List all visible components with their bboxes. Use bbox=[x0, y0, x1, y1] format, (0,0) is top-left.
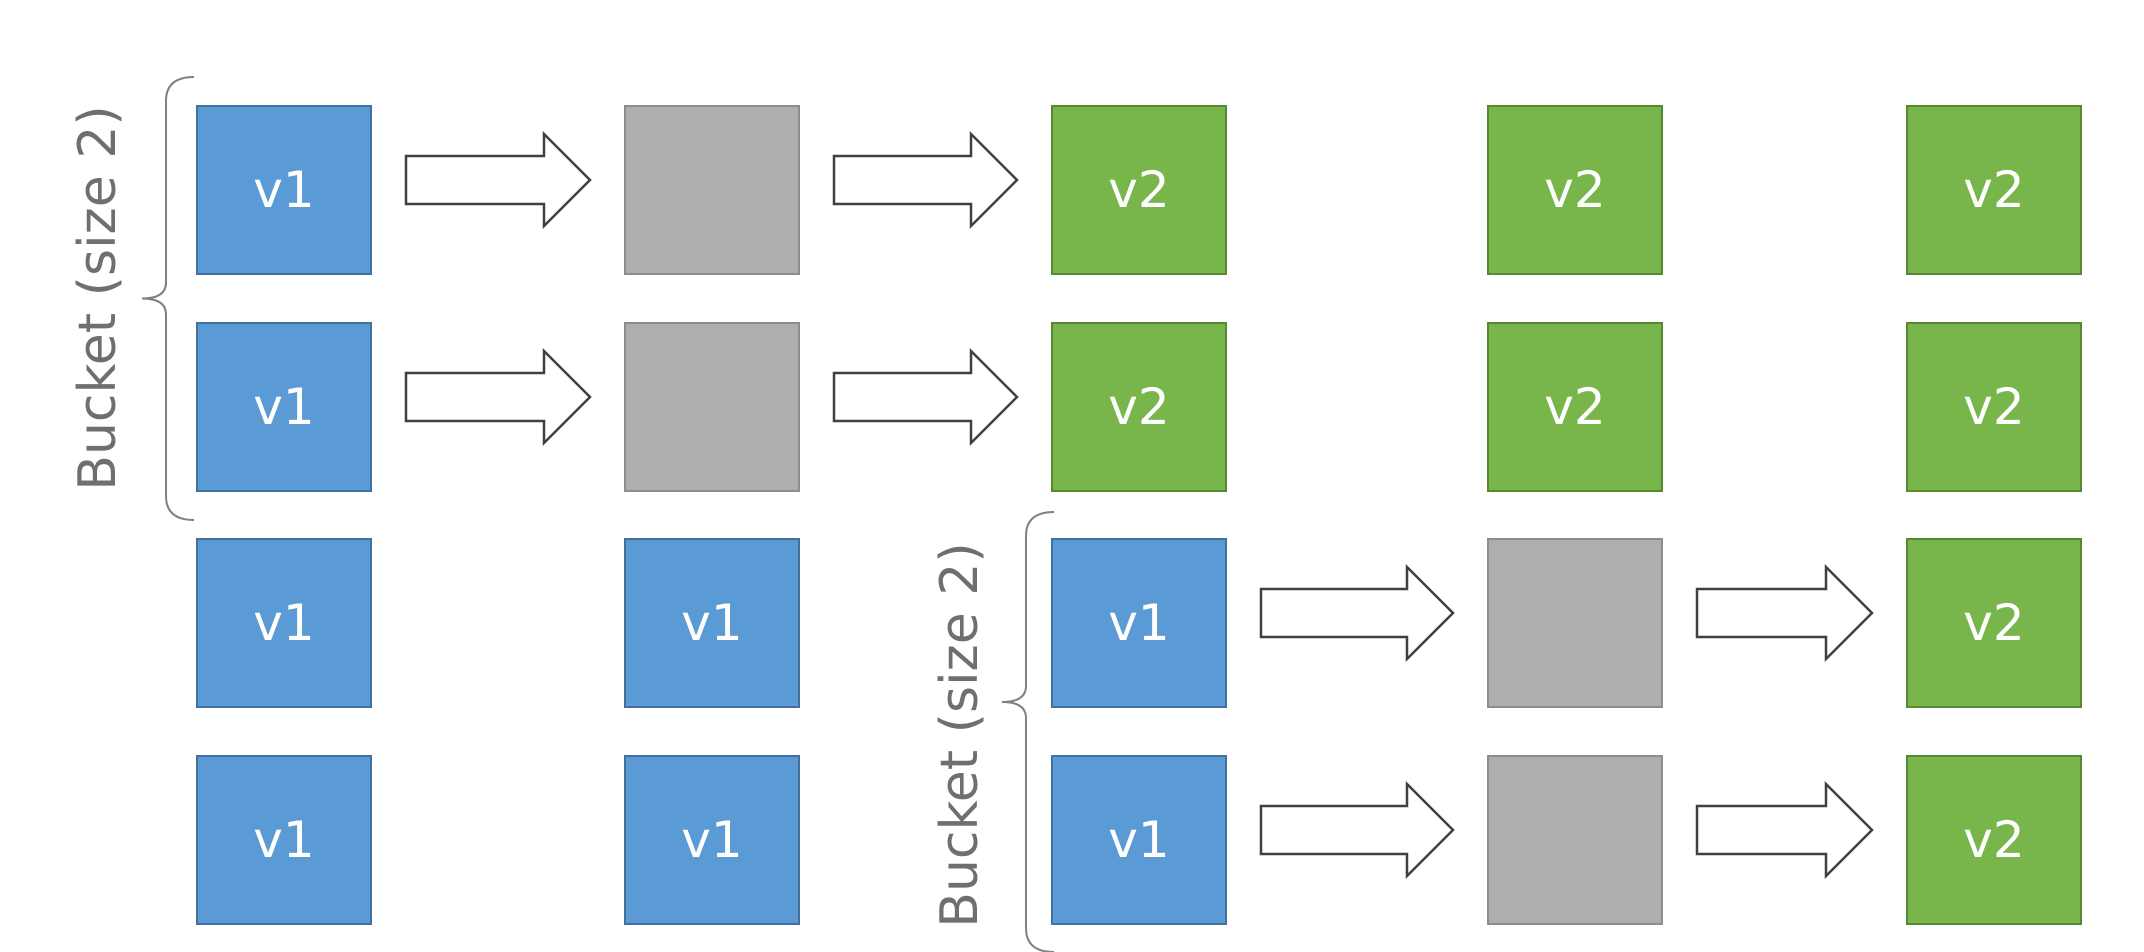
transition-box-r0-c1 bbox=[624, 105, 800, 275]
v1-box-r1-c0: v1 bbox=[196, 322, 372, 492]
transition-box-r3-c3 bbox=[1487, 755, 1663, 925]
bucket-brace bbox=[1001, 511, 1055, 952]
v2-box-r2-c4: v2 bbox=[1906, 538, 2082, 708]
v1-box-r2-c1: v1 bbox=[624, 538, 800, 708]
v2-box-r1-c2: v2 bbox=[1051, 322, 1227, 492]
v1-box-r2-c2: v1 bbox=[1051, 538, 1227, 708]
v1-box-r3-c0: v1 bbox=[196, 755, 372, 925]
arrow-icon bbox=[832, 347, 1019, 447]
bucket-label: Bucket (size 2) bbox=[930, 542, 990, 928]
arrow-icon bbox=[832, 130, 1019, 230]
v2-box-r0-c2: v2 bbox=[1051, 105, 1227, 275]
bucket-brace bbox=[141, 76, 195, 521]
v2-box-r1-c3: v2 bbox=[1487, 322, 1663, 492]
v1-box-r3-c2: v1 bbox=[1051, 755, 1227, 925]
v2-box-r0-c3: v2 bbox=[1487, 105, 1663, 275]
bucket-label: Bucket (size 2) bbox=[68, 105, 128, 491]
transition-box-r2-c3 bbox=[1487, 538, 1663, 708]
arrow-icon bbox=[1695, 563, 1874, 663]
v2-box-r3-c4: v2 bbox=[1906, 755, 2082, 925]
v1-box-r3-c1: v1 bbox=[624, 755, 800, 925]
v1-box-r2-c0: v1 bbox=[196, 538, 372, 708]
v2-box-r0-c4: v2 bbox=[1906, 105, 2082, 275]
arrow-icon bbox=[404, 347, 592, 447]
arrow-icon bbox=[1259, 780, 1455, 880]
v1-box-r0-c0: v1 bbox=[196, 105, 372, 275]
arrow-icon bbox=[1695, 780, 1874, 880]
arrow-icon bbox=[404, 130, 592, 230]
v2-box-r1-c4: v2 bbox=[1906, 322, 2082, 492]
arrow-icon bbox=[1259, 563, 1455, 663]
transition-box-r1-c1 bbox=[624, 322, 800, 492]
